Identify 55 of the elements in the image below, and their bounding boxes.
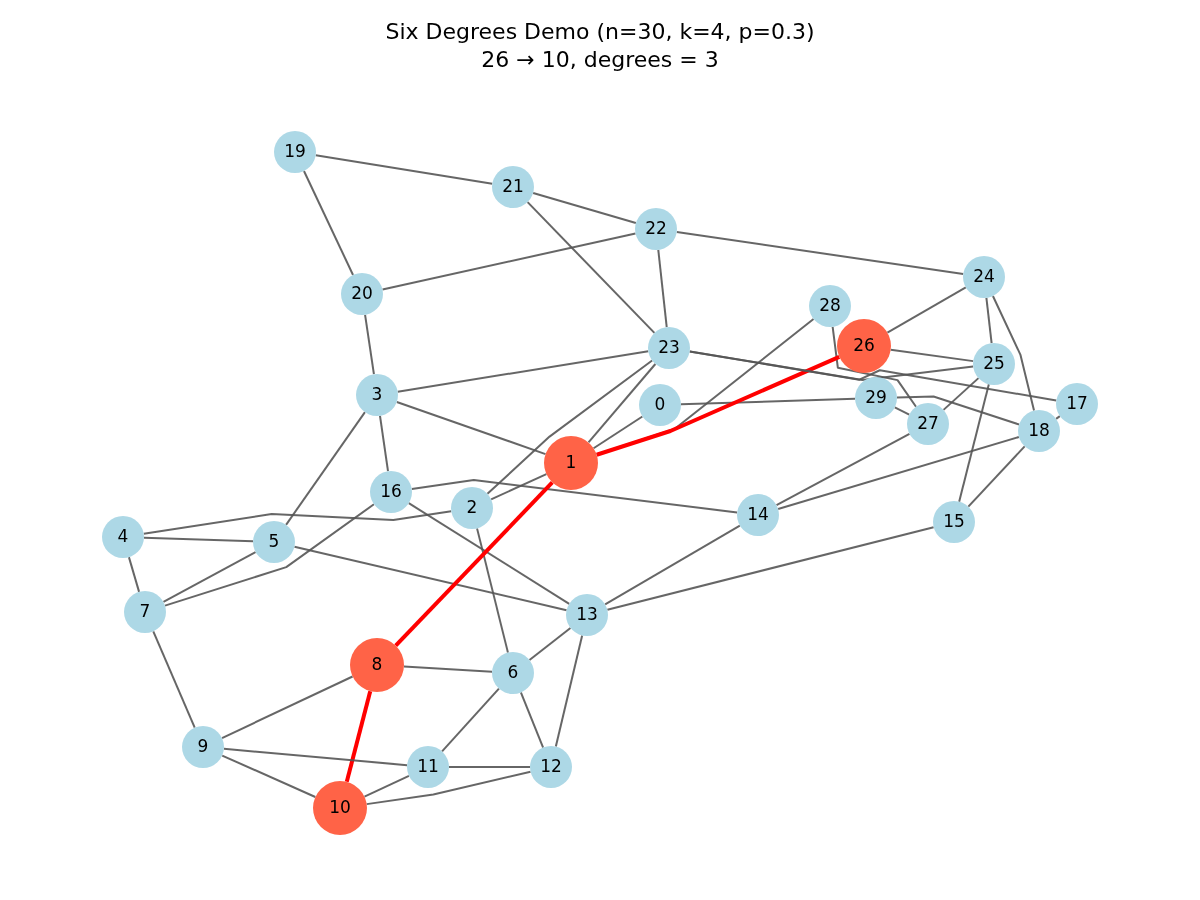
graph-edge: [364, 313, 375, 376]
graph-edge: [396, 350, 650, 393]
graph-edge: [958, 383, 990, 503]
graph-edge: [775, 432, 911, 507]
highlighted-path-edge: [344, 690, 373, 783]
graph-edge: [985, 296, 993, 345]
graph-edge: [896, 395, 1021, 426]
graph-edge: [528, 626, 572, 662]
graph-edge: [293, 545, 568, 612]
graph-edge: [365, 770, 532, 806]
graph-edge: [162, 551, 257, 603]
graph-edge: [777, 436, 1020, 510]
graph-edge: [886, 286, 967, 334]
graph-edge: [991, 295, 1036, 412]
graph-edge: [554, 634, 584, 748]
graph-edge: [519, 691, 545, 749]
graph-edge: [486, 359, 654, 495]
graph-edge: [363, 774, 410, 798]
graph-edge: [526, 201, 656, 334]
graph-edge: [285, 411, 366, 526]
graph-edge: [889, 348, 975, 363]
chart-title: Six Degrees Demo (n=30, k=4, p=0.3): [385, 18, 815, 46]
graph-edge: [407, 502, 571, 605]
graph-edge: [302, 170, 355, 276]
graph-edge: [314, 154, 494, 185]
graph-edge: [379, 414, 389, 473]
graph-edge: [967, 445, 1026, 508]
graph-edge: [490, 473, 548, 501]
graph-edge: [395, 400, 547, 456]
graph-edge: [441, 687, 500, 753]
graph-edge: [680, 397, 856, 406]
graph-edge: [143, 536, 254, 543]
chart-subtitle: 26 → 10, degrees = 3: [481, 46, 719, 74]
graph-edge: [604, 524, 741, 606]
highlighted-path-edge: [394, 481, 554, 647]
graph-edge: [221, 675, 354, 740]
graph-edge: [657, 248, 668, 329]
graph-edge: [675, 231, 965, 275]
graph-edge: [831, 325, 918, 408]
graph-edge: [142, 510, 453, 535]
graph-edge: [587, 363, 657, 444]
graph-edge: [221, 754, 317, 798]
graph-edge: [942, 377, 980, 411]
graph-edge: [381, 232, 637, 291]
graph-edge: [152, 630, 196, 729]
graph-edge: [606, 526, 935, 611]
graph-edge: [127, 556, 141, 593]
graph-edge: [164, 503, 375, 607]
graph-edge: [410, 479, 739, 514]
highlighted-path-edge: [596, 355, 841, 457]
graph-edge: [476, 527, 509, 654]
graph-edge: [688, 350, 1058, 402]
graph-edge: [448, 766, 531, 768]
graph-edge: [532, 191, 637, 225]
graph-edge: [592, 415, 644, 450]
